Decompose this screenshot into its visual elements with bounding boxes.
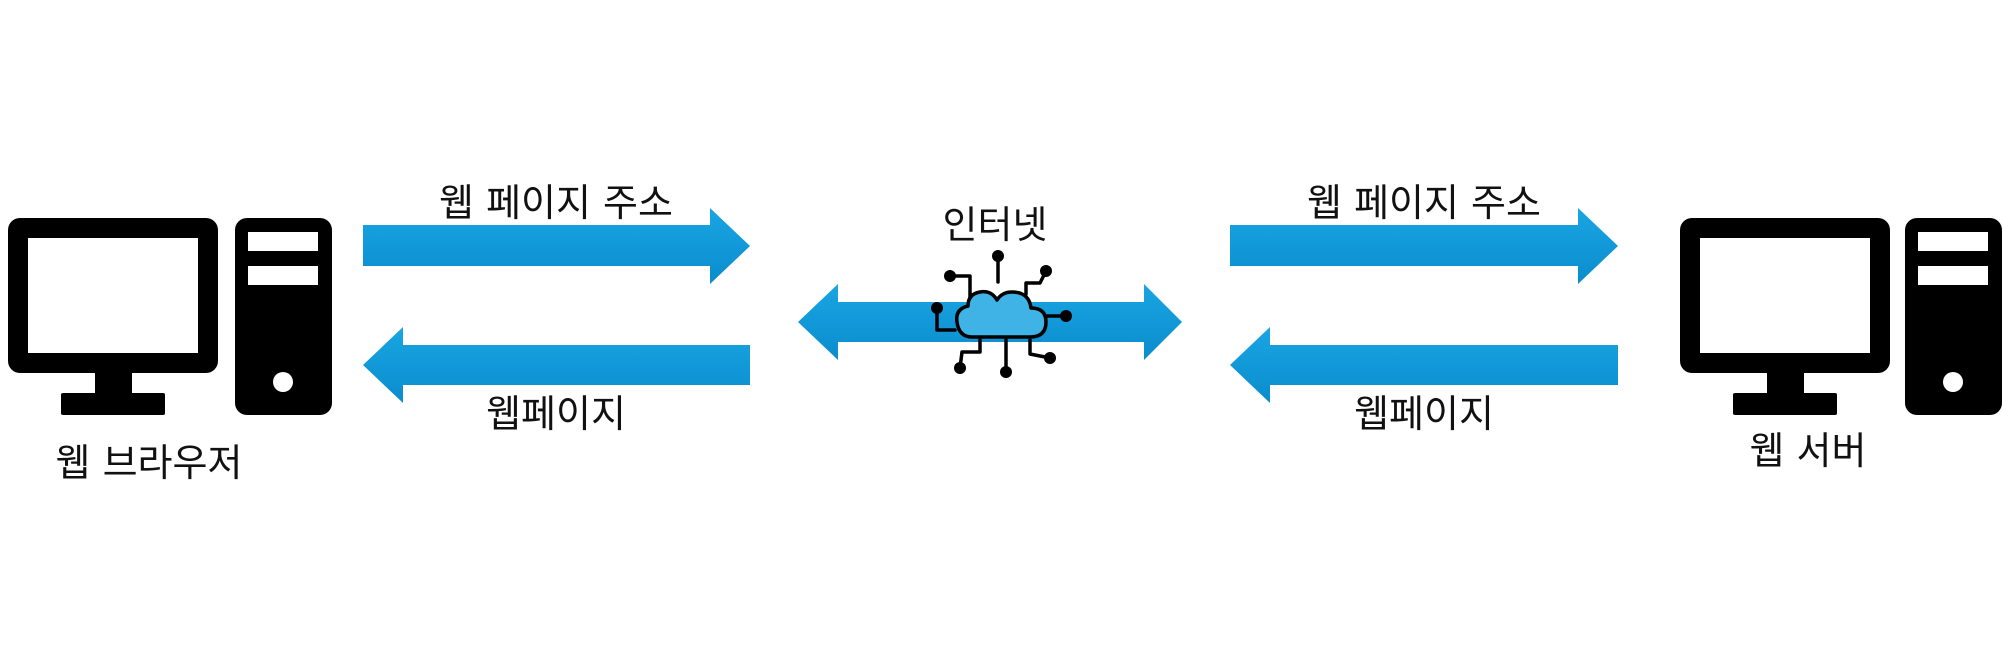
server-label: 웹 서버 — [1749, 429, 1867, 473]
internet-label: 인터넷 — [942, 203, 1048, 247]
server-computer-icon — [1680, 218, 2002, 415]
right-request-arrow — [1230, 208, 1618, 284]
client-label: 웹 브라우저 — [55, 441, 243, 485]
right-response-label: 웹페이지 — [1354, 392, 1494, 436]
cloud-node-dots — [931, 250, 1072, 378]
right-response-arrow — [1230, 327, 1618, 403]
left-response-label: 웹페이지 — [486, 392, 626, 436]
left-response-arrow — [363, 327, 750, 403]
right-request-label: 웹 페이지 주소 — [1307, 181, 1541, 225]
client-computer-icon — [8, 218, 332, 415]
left-request-label: 웹 페이지 주소 — [439, 181, 673, 225]
left-request-arrow — [363, 208, 750, 284]
